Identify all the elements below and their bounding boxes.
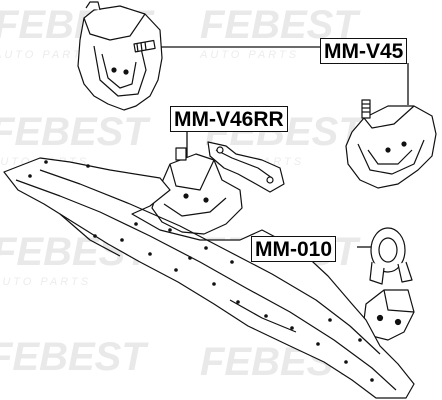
watermark-7: FEBEST [0,335,149,379]
watermark-brand: FEBEST [0,110,151,154]
frame-bolt-holes [28,160,374,382]
watermark-brand: FEBEST [0,335,149,379]
watermark-tagline: AUTO PARTS [0,49,93,61]
watermark-2: FEBEST AUTO PARTS [199,3,361,61]
crossmember-frame [3,157,415,399]
mount-upper-left [77,1,163,111]
mount-right [345,99,437,189]
watermark-tagline: AUTO PARTS [0,276,91,288]
mount-small [363,227,415,341]
watermark-tagline: AUTO PARTS [199,49,299,61]
mount-middle [151,141,285,235]
part-label-mm-v46rr[interactable]: MM-V46RR [170,106,288,132]
watermark-3: FEBEST AUTO PARTS [0,110,151,168]
part-label-mm-010[interactable]: MM-010 [251,236,337,262]
leader-lines [153,46,409,248]
part-label-mm-v45[interactable]: MM-V45 [320,38,408,64]
